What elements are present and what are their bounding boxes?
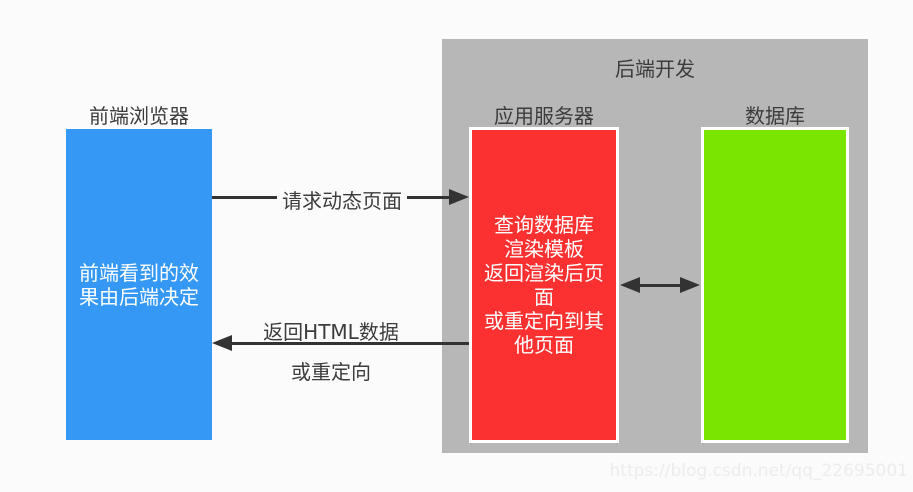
frontend-browser-box: 前端看到的效 果由后端决定 [66,129,212,440]
db-link-arrow-line [634,284,686,287]
backend-dev-title: 后端开发 [615,57,695,81]
app-server-box: 查询数据库 渲染模板 返回渲染后页 面 或重定向到其 他页面 [469,127,619,443]
request-arrow-head-icon [449,189,469,205]
app-server-box-text: 查询数据库 渲染模板 返回渲染后页 面 或重定向到其 他页面 [484,213,604,357]
database-title: 数据库 [745,104,805,128]
database-box [701,127,849,443]
frontend-box-text: 前端看到的效 果由后端决定 [79,260,199,309]
watermark-url: https://blog.csdn.net/qq_22695001 [609,461,908,481]
db-link-arrow-right-head-icon [680,277,700,293]
response-arrow-head-icon [212,335,232,351]
db-link-arrow-left-head-icon [620,277,640,293]
request-arrow-label: 请求动态页面 [277,185,407,214]
response-arrow-line [230,342,469,345]
app-server-title: 应用服务器 [494,104,594,128]
frontend-browser-title: 前端浏览器 [89,104,189,128]
response-arrow-label-line2: 或重定向 [291,360,371,384]
response-arrow-label-line1: 返回HTML数据 [263,320,399,344]
